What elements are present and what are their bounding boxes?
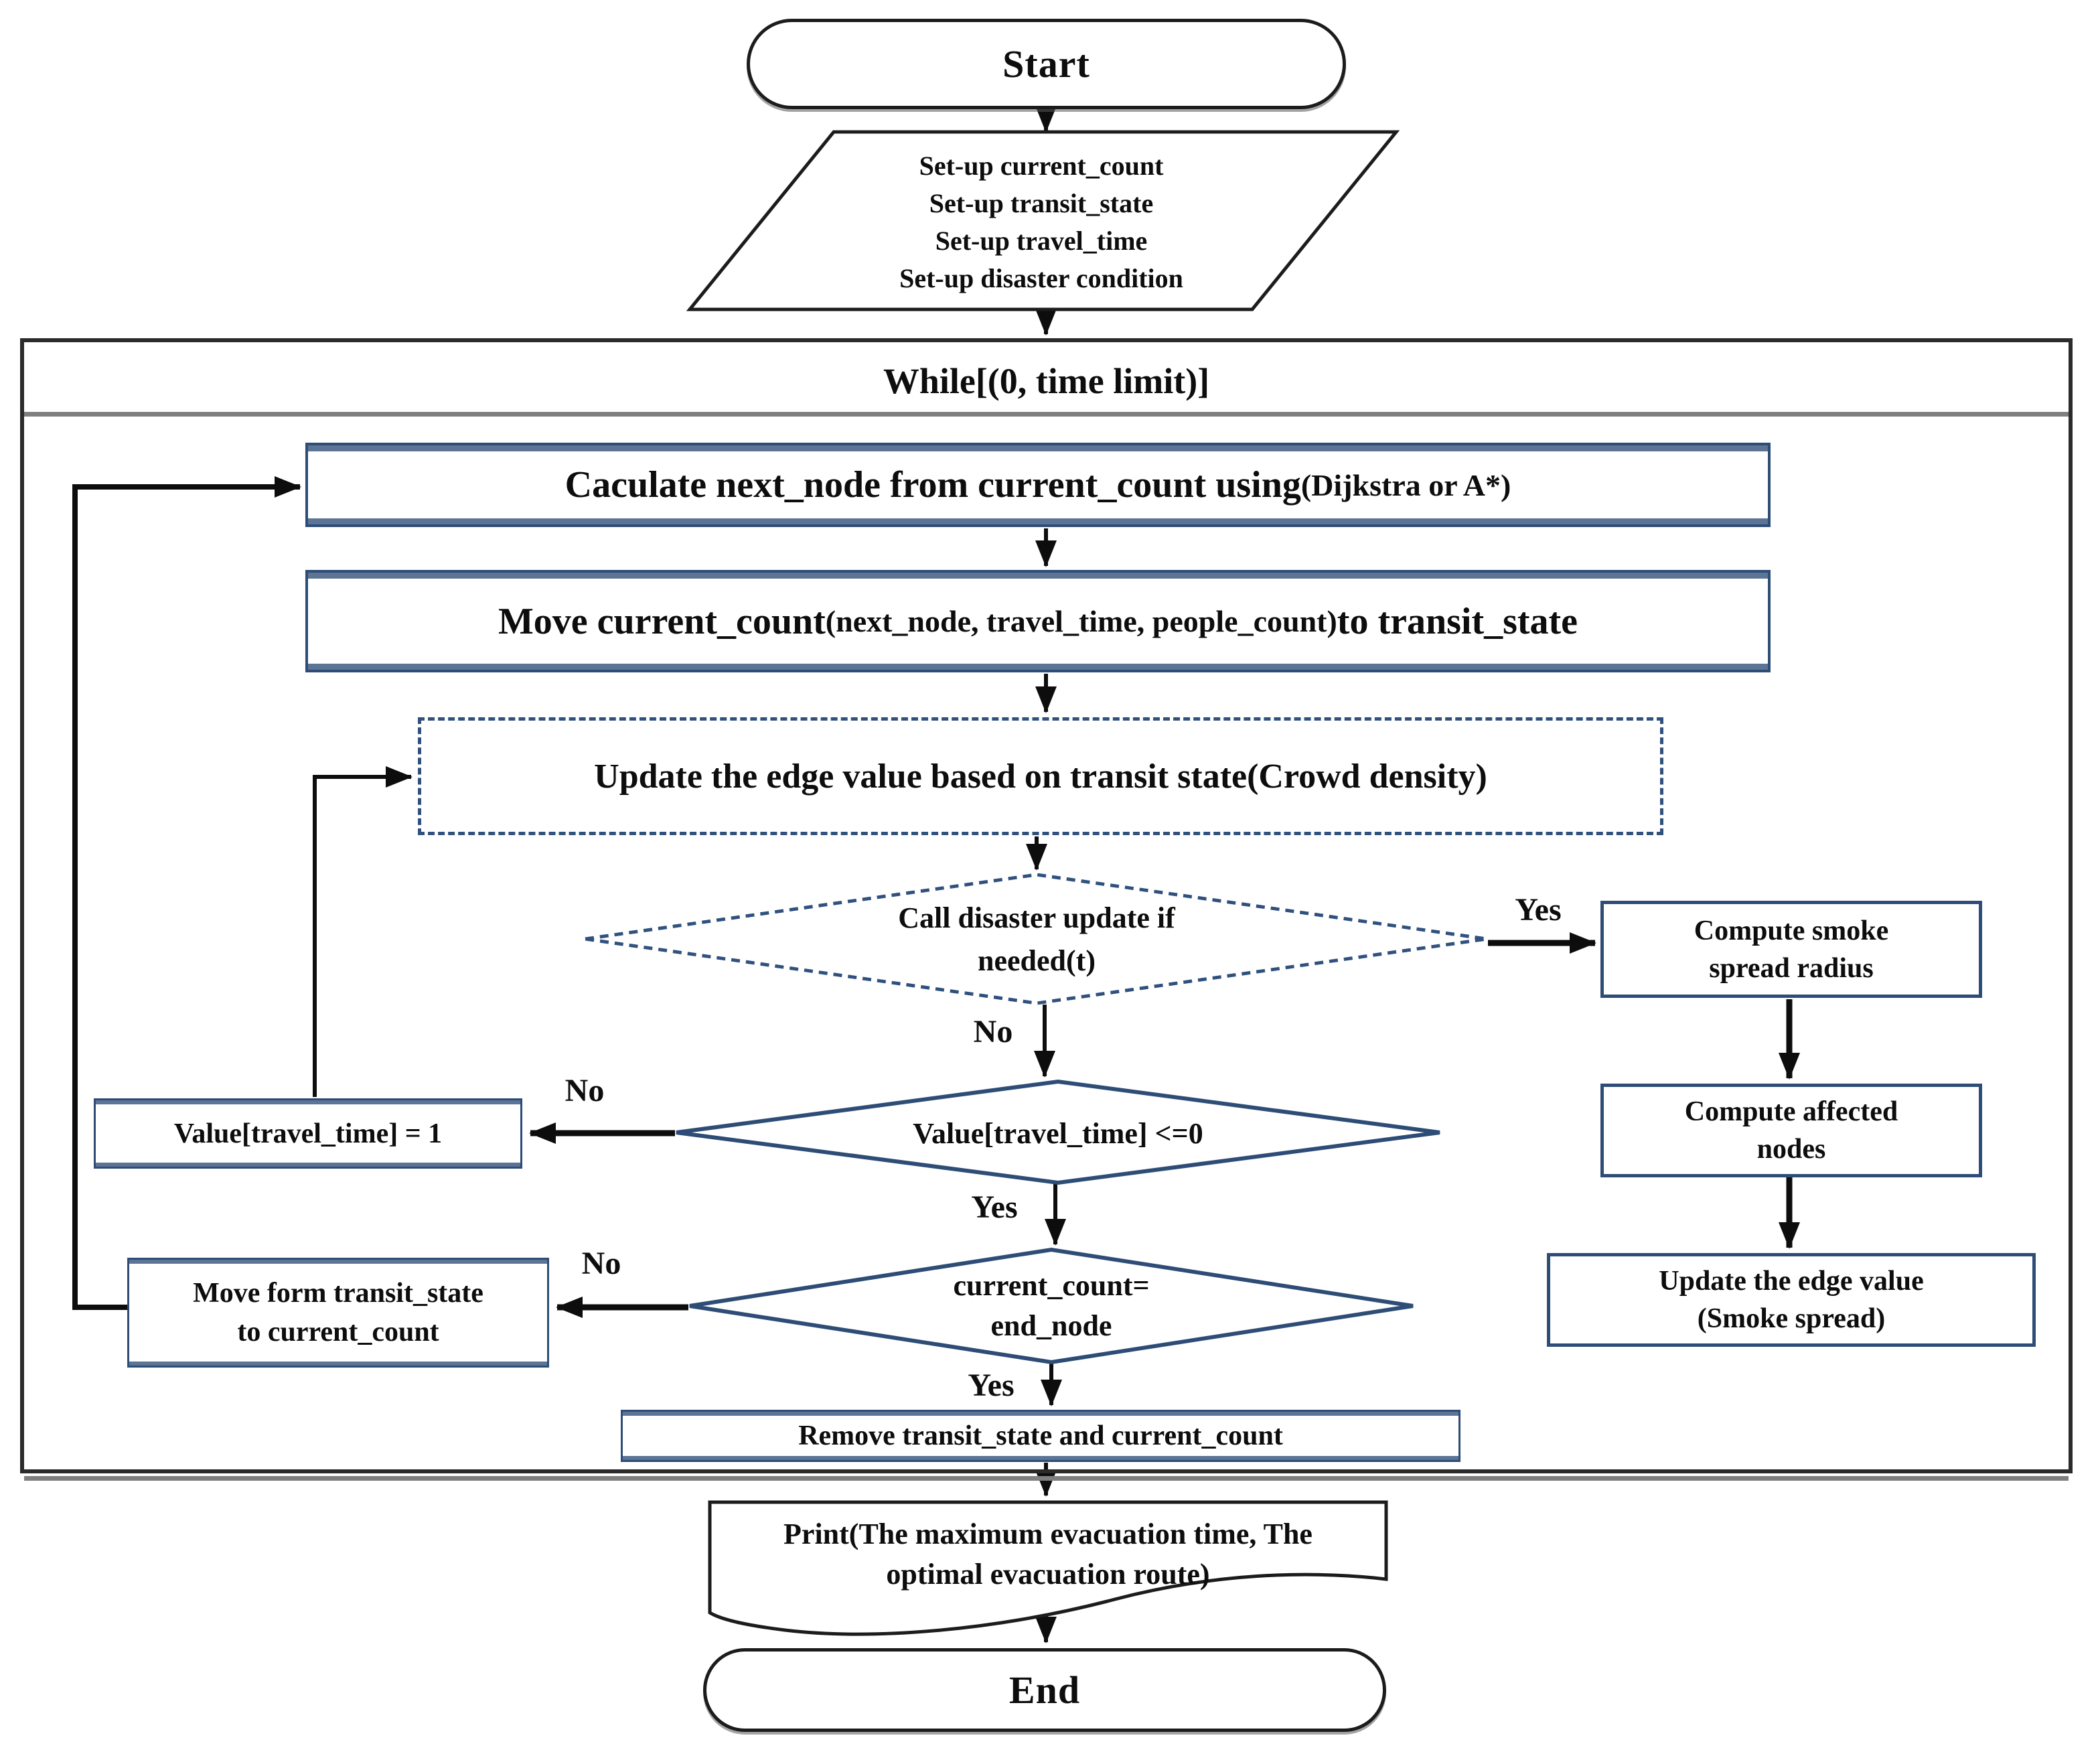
edge-label-travel-no: No — [565, 1072, 605, 1108]
smoke-radius-box: Compute smoke spread radius — [1600, 901, 1982, 998]
setup-line: Set-up current_count — [919, 151, 1164, 181]
calculate-next-node-box: Caculate next_node from current_count us… — [305, 443, 1771, 527]
endnode-check-line1: current_count= — [953, 1269, 1150, 1302]
disaster-check-label: Call disaster update if needed(t) — [789, 896, 1284, 983]
setup-parallelogram — [686, 130, 1400, 311]
endnode-check-line2: end_node — [990, 1309, 1112, 1342]
disaster-check-diamond — [585, 873, 1487, 1005]
loop-travel-set-to-update — [313, 766, 412, 1097]
setup-line: Set-up disaster condition — [899, 263, 1183, 293]
while-header: While[(0, time limit)] — [883, 361, 1210, 401]
print-node: Print(The maximum evacuation time, The o… — [723, 1512, 1373, 1597]
calculate-paren: (Dijkstra or A*) — [1300, 467, 1511, 502]
start-terminal: Start — [747, 19, 1346, 109]
move-paren: (next_node, travel_time, people_count) — [825, 604, 1337, 638]
edge-label-travel-yes: Yes — [971, 1189, 1018, 1225]
disaster-check-line2: needed(t) — [978, 944, 1096, 977]
affected-nodes-line1: Compute affected — [1684, 1096, 1898, 1127]
move-main: Move current_count — [498, 600, 826, 642]
remove-box: Remove transit_state and current_count — [621, 1410, 1460, 1462]
travel-check-label: Value[travel_time] <=0 — [913, 1116, 1203, 1150]
while-bottom-shadow — [24, 1476, 2069, 1481]
update-edge-label: Update the edge value based on transit s… — [594, 757, 1487, 796]
edge-label-endnode-no: No — [581, 1245, 621, 1281]
setup-node: Set-up current_count Set-up transit_stat… — [706, 143, 1376, 301]
smoke-update-box: Update the edge value (Smoke spread) — [1547, 1253, 2036, 1347]
end-terminal: End — [703, 1648, 1386, 1732]
affected-nodes-box: Compute affected nodes — [1600, 1084, 1982, 1177]
move-back-line1: Move form transit_state — [193, 1278, 483, 1309]
travel-set-box: Value[travel_time] = 1 — [94, 1098, 522, 1169]
move-current-count-box: Move current_count(next_node, travel_tim… — [305, 570, 1771, 672]
edge-label-disaster-yes: Yes — [1515, 891, 1562, 928]
move-tail: to transit_state — [1337, 600, 1578, 642]
print-line1: Print(The maximum evacuation time, The — [783, 1518, 1312, 1550]
disaster-check-line1: Call disaster update if — [898, 901, 1175, 934]
update-edge-value-box: Update the edge value based on transit s… — [418, 717, 1663, 835]
end-label: End — [1008, 1668, 1081, 1712]
endnode-check-diamond — [689, 1247, 1414, 1365]
print-line2: optimal evacuation route) — [886, 1558, 1210, 1591]
affected-nodes-line2: nodes — [1756, 1134, 1826, 1165]
travel-check-diamond — [676, 1079, 1440, 1185]
calculate-main: Caculate next_node from current_count us… — [565, 464, 1301, 506]
edge-label-endnode-yes: Yes — [968, 1367, 1015, 1403]
setup-line: Set-up transit_state — [929, 188, 1154, 218]
while-loop-container — [20, 338, 2073, 1473]
while-header-separator — [24, 412, 2069, 417]
move-back-box: Move form transit_state to current_count — [127, 1258, 549, 1368]
move-back-line2: to current_count — [237, 1317, 439, 1347]
smoke-radius-line2: spread radius — [1709, 952, 1874, 984]
smoke-update-line1: Update the edge value — [1659, 1266, 1924, 1297]
start-label: Start — [1002, 42, 1090, 86]
smoke-radius-line1: Compute smoke — [1694, 915, 1889, 946]
remove-label: Remove transit_state and current_count — [798, 1420, 1283, 1451]
setup-line: Set-up travel_time — [935, 226, 1148, 256]
loop-move-back-to-calculate — [72, 476, 301, 1310]
travel-set-label: Value[travel_time] = 1 — [173, 1118, 443, 1149]
edge-label-disaster-no: No — [973, 1013, 1013, 1049]
print-document-shape — [708, 1500, 1388, 1636]
endnode-check-label: current_count= end_node — [824, 1264, 1279, 1347]
smoke-update-line2: (Smoke spread) — [1697, 1303, 1886, 1334]
